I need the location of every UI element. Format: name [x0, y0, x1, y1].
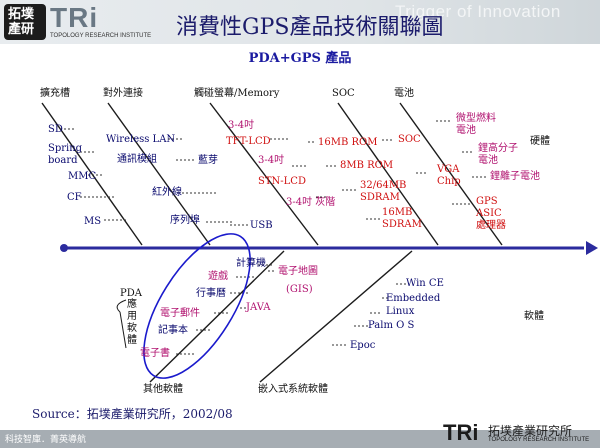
bone-screen: [209, 102, 319, 246]
item-li-polymer-cell: 電池: [478, 155, 498, 166]
item-screen-size: 3-4吋: [228, 120, 255, 131]
item-sdram-16: 16MB: [382, 207, 413, 218]
bone-battery: [399, 102, 503, 246]
axis-arrowhead: [586, 241, 598, 255]
item-serial-port: 序列埠: [170, 215, 200, 226]
item-wireless-lan: Wireless LAN: [106, 134, 176, 145]
category-embedded: 嵌入式系統軟體: [258, 384, 328, 395]
item-games: 遊戲: [208, 271, 228, 282]
item-grayscale: 3-4吋 灰階: [286, 197, 336, 208]
pda-label: PDA: [120, 288, 142, 299]
item-comm-module: 通訊模組: [117, 154, 157, 165]
category-hardware: 硬體: [530, 136, 550, 147]
footer-brand-chinese: 拓墣產業研究所: [488, 424, 573, 438]
item-spring: Spring: [48, 143, 83, 154]
footer-tri-logo: TRi: [443, 420, 479, 445]
item-sdram-32-64: 32/64MB: [360, 180, 407, 191]
item-stn-lcd: STN-LCD: [258, 176, 306, 187]
item-e-map: 電子地圖: [278, 266, 318, 277]
category-software: 軟體: [524, 311, 544, 322]
item-soc: SOC: [398, 134, 421, 145]
page-title: 消費性GPS產品技術關聯圖: [176, 15, 444, 40]
item-scheduler: 行事曆: [196, 288, 226, 299]
item-micro-fuel-cell: 電池: [456, 125, 476, 136]
pda-app-char: 用: [127, 311, 137, 322]
footer-bar: [0, 430, 600, 448]
item-epoc: Epoc: [350, 340, 376, 351]
source-note: Source：拓墣產業研究所，2002/08: [32, 407, 233, 421]
pda-app-char: 體: [127, 335, 137, 346]
item-linux: Linux: [386, 306, 415, 317]
bone-other-sw: [149, 250, 285, 383]
logo-top-text: 拓墣: [8, 7, 35, 22]
watermark-text: Trigger of Innovation: [395, 2, 561, 21]
tri-logo-mark: 拓墣 產研: [4, 4, 46, 40]
tri-brand: TRi: [50, 2, 99, 33]
axis-start-dot: [60, 244, 68, 252]
diagram-subtitle: PDA+GPS 產品: [248, 51, 352, 66]
category-links: 對外連接: [103, 88, 143, 99]
item-ms: MS: [84, 216, 102, 227]
bone-soc: [337, 102, 439, 246]
item-embedded: Embedded: [386, 293, 441, 304]
item-palm-os: Palm O S: [368, 320, 415, 331]
logo-bottom-text: 產研: [8, 22, 35, 37]
item-sdram-label: SDRAM: [382, 219, 422, 230]
item-notepad: 記事本: [158, 325, 188, 336]
item-gps: GPS: [476, 196, 498, 207]
item-board: board: [48, 155, 78, 166]
item-li-polymer: 鋰高分子: [478, 143, 518, 154]
tri-brand-sub: TOPOLOGY RESEARCH INSTITUTE: [50, 33, 152, 39]
category-slots: 擴充槽: [40, 88, 70, 99]
item-cf: CF: [67, 192, 82, 203]
category-battery: 電池: [394, 88, 414, 99]
pda-app-char: 軟: [127, 323, 137, 334]
item-tft-lcd: TFT-LCD: [226, 136, 271, 147]
bone-links: [107, 102, 211, 246]
item-bluetooth: 藍芽: [198, 155, 218, 166]
item-java: JAVA: [246, 302, 271, 313]
category-soc: SOC: [332, 88, 355, 99]
pda-app-highlight: [143, 233, 251, 379]
item-rom-16: 16MB ROM: [318, 137, 378, 148]
item-vga: VGA: [437, 164, 460, 175]
item-rom-8: 8MB ROM: [340, 160, 394, 171]
item-ebook: 電子書: [140, 348, 170, 359]
category-other-sw: 其他軟體: [143, 384, 183, 395]
item-calculator: 計算機: [236, 258, 266, 269]
item-email: 電子郵件: [160, 308, 200, 319]
item-vga-chip: Chip: [437, 176, 461, 187]
item-screen-size: 3-4吋: [258, 155, 285, 166]
item-usb: USB: [250, 220, 273, 231]
item-infrared: 紅外線: [152, 187, 182, 198]
bone-slots: [41, 102, 143, 246]
footer-slogan: 科技智庫．菁英導航: [5, 435, 87, 445]
item-li-ion: 鋰離子電池: [490, 171, 540, 182]
category-screen: 觸碰螢幕/Memory: [194, 88, 280, 99]
item-processor: 處理器: [476, 220, 506, 231]
item-sdram-label: SDRAM: [360, 192, 400, 203]
item-gis: (GIS): [286, 284, 313, 295]
item-win-ce: Win CE: [406, 278, 444, 289]
bone-embedded: [259, 250, 413, 383]
footer-brand-english: TOPOLOGY RESEARCH INSTITUTE: [488, 437, 590, 443]
item-micro-fuel: 微型燃料: [456, 113, 496, 124]
pda-app-char: 應: [127, 299, 137, 310]
item-sd: SD: [48, 124, 63, 135]
pda-bracket: [116, 299, 127, 349]
item-mmc: MMC: [68, 171, 97, 182]
header-bar: [0, 0, 600, 44]
item-asic: ASIC: [476, 208, 502, 219]
